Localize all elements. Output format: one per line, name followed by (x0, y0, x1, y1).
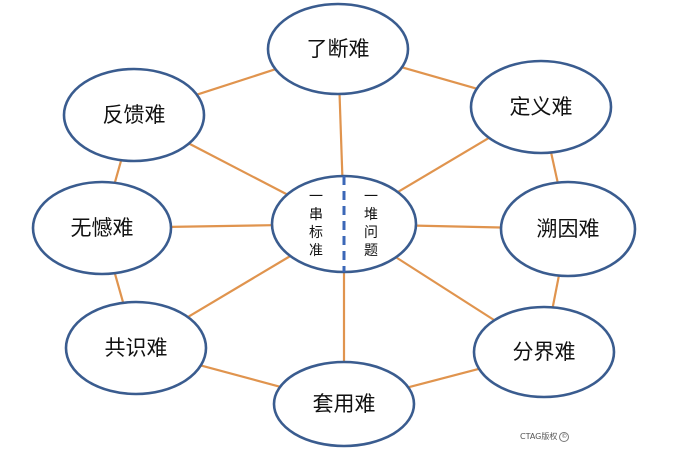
copyright-icon: © (559, 431, 570, 442)
node-ellipse-liaoduan (266, 2, 410, 96)
edge-center-liaoduan (338, 93, 344, 177)
node-label-gongshi: 共识难 (105, 336, 168, 360)
node-ellipse-wuhan (31, 180, 173, 276)
edge-wuhan-fankui (113, 159, 123, 184)
center-right-char-4: 题 (364, 243, 378, 259)
node-ellipse-taoyong (272, 360, 416, 448)
edge-center-gongshi (187, 255, 291, 319)
center-left-char-1: 一 (309, 189, 323, 205)
node-liaoduan: 了断难 (266, 2, 410, 96)
edge-suyin-fenjie (551, 275, 560, 308)
center-right-char-3: 问 (364, 225, 378, 241)
edge-fenjie-taoyong (407, 367, 480, 389)
node-suyin: 溯因难 (499, 180, 637, 278)
node-label-liaoduan: 了断难 (307, 37, 370, 61)
center-left-char-3: 标 (309, 225, 323, 241)
edge-center-wuhan (170, 224, 273, 228)
node-taoyong: 套用难 (272, 360, 416, 448)
edge-center-suyin (415, 224, 502, 229)
node-label-fankui: 反馈难 (103, 103, 166, 127)
node-label-wuhan: 无憾难 (71, 216, 134, 240)
center-left-char-2: 串 (309, 207, 323, 223)
center-node: 一 串 标 准 一 堆 问 题 (270, 174, 418, 274)
node-ellipse-suyin (499, 180, 637, 278)
edge-center-fenjie (395, 256, 495, 322)
edge-liaoduan-dingyi (401, 66, 478, 90)
edge-dingyi-suyin (550, 152, 559, 183)
watermark: CTAG版权© (520, 431, 570, 442)
edge-taoyong-gongshi (200, 364, 281, 388)
node-ellipse-gongshi (64, 300, 208, 396)
node-ellipse-fankui (62, 67, 206, 163)
node-label-taoyong: 套用难 (313, 392, 376, 416)
node-label-fenjie: 分界难 (513, 340, 576, 364)
center-right-char-2: 堆 (364, 207, 378, 223)
center-left-char-4: 准 (309, 243, 323, 259)
edge-center-fankui (188, 142, 288, 196)
node-label-dingyi: 定义难 (510, 95, 573, 119)
node-ellipse-fenjie (472, 305, 616, 399)
node-ellipse-dingyi (469, 59, 613, 155)
node-label-suyin: 溯因难 (537, 217, 600, 241)
watermark-text: CTAG版权 (520, 432, 558, 441)
node-fenjie: 分界难 (472, 305, 616, 399)
node-dingyi: 定义难 (469, 59, 613, 155)
node-fankui: 反馈难 (62, 67, 206, 163)
node-gongshi: 共识难 (64, 300, 208, 396)
edge-fankui-liaoduan (196, 68, 276, 96)
node-wuhan: 无憾难 (31, 180, 173, 276)
edge-center-dingyi (397, 136, 490, 194)
diagram-edges (113, 66, 560, 389)
center-right-char-1: 一 (364, 189, 378, 205)
edge-gongshi-wuhan (113, 272, 125, 304)
